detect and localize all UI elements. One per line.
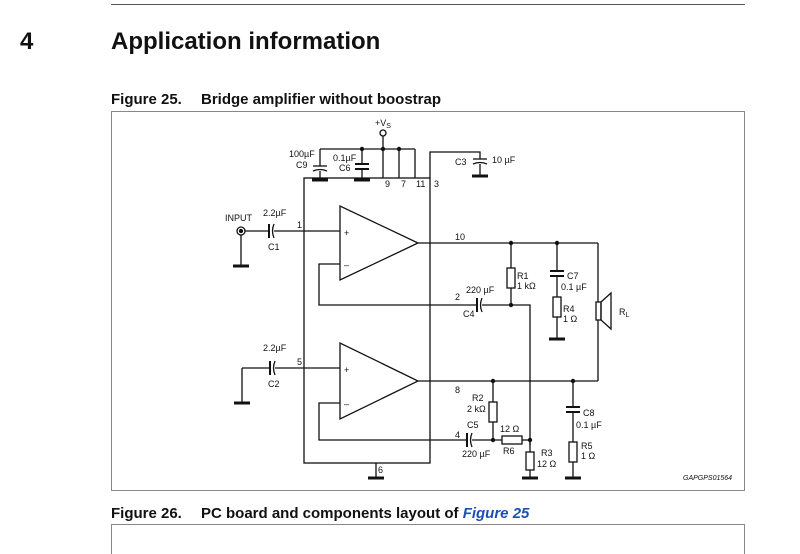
top-rule — [111, 4, 745, 5]
pin-9: 9 — [385, 179, 390, 189]
c4-label: C4 — [463, 309, 475, 319]
c9-value: 100µF — [289, 149, 315, 159]
pin-1: 1 — [297, 220, 302, 230]
pin-6: 6 — [378, 465, 383, 475]
r4-value: 1 Ω — [563, 314, 578, 324]
c7-value: 0.1 µF — [561, 282, 587, 292]
c7-label: C7 — [567, 271, 579, 281]
pin-5: 5 — [297, 357, 302, 367]
figure-26-title: PC board and components layout of — [201, 505, 459, 522]
c3-label: C3 — [455, 157, 467, 167]
r2-value: 2 kΩ — [467, 404, 486, 414]
r1-label: R1 — [517, 271, 529, 281]
figure-26-caption: Figure 26. PC board and components layout… — [111, 505, 529, 522]
r6-value: 12 Ω — [500, 424, 520, 434]
r1-value: 1 kΩ — [517, 281, 536, 291]
minus-lower: – — [344, 399, 349, 409]
pin-3: 3 — [434, 179, 439, 189]
c3-value: 10 µF — [492, 155, 516, 165]
c5-value: 220 µF — [462, 449, 491, 459]
pin-7: 7 — [401, 179, 406, 189]
c1-label: C1 — [268, 242, 280, 252]
pin-2: 2 — [455, 292, 460, 302]
minus-upper: – — [344, 260, 349, 270]
figure-25-frame — [111, 111, 745, 491]
figure-25-caption: Figure 25. Bridge amplifier without boost… — [111, 91, 441, 108]
c9-label: C9 — [296, 160, 308, 170]
r4-label: R4 — [563, 304, 575, 314]
op-amp-lower — [339, 341, 420, 421]
c6-label: C6 — [339, 163, 351, 173]
r3-value: 12 Ω — [537, 459, 557, 469]
c2-value: 2.2µF — [263, 343, 287, 353]
figure-code: GAPGPS01564 — [683, 475, 732, 482]
vs-terminal — [379, 129, 387, 137]
section-number: 4 — [20, 28, 34, 55]
figure-25-title: Bridge amplifier without boostrap — [201, 91, 442, 108]
plus-upper: + — [344, 228, 349, 238]
c6-value: 0.1µF — [333, 153, 357, 163]
input-label: INPUT — [225, 213, 253, 223]
figure-25-number: Figure 25. — [111, 91, 182, 108]
section-title: Application information — [111, 28, 381, 55]
c4-value: 220 µF — [466, 285, 495, 295]
c8-label: C8 — [583, 408, 595, 418]
c1-value: 2.2µF — [263, 208, 287, 218]
figure-26-number: Figure 26. — [111, 505, 182, 522]
ic-body — [303, 177, 431, 464]
op-amp-upper — [339, 204, 420, 282]
plus-lower: + — [344, 365, 349, 375]
r2-label: R2 — [472, 393, 484, 403]
r5-value: 1 Ω — [581, 451, 596, 461]
pin-10: 10 — [455, 232, 465, 242]
c5-label: C5 — [467, 420, 479, 430]
vs-label: +VS — [375, 118, 391, 130]
pin-8: 8 — [455, 385, 460, 395]
r6-label: R6 — [503, 446, 515, 456]
figure-26-frame — [111, 524, 745, 554]
r5-label: R5 — [581, 441, 593, 451]
pin-4: 4 — [455, 430, 460, 440]
r3-label: R3 — [541, 448, 553, 458]
c8-value: 0.1 µF — [576, 420, 602, 430]
pin-11: 11 — [416, 179, 425, 189]
figure-25-link[interactable]: Figure 25 — [462, 505, 530, 522]
c2-label: C2 — [268, 379, 280, 389]
rl-label: RL — [619, 307, 630, 319]
